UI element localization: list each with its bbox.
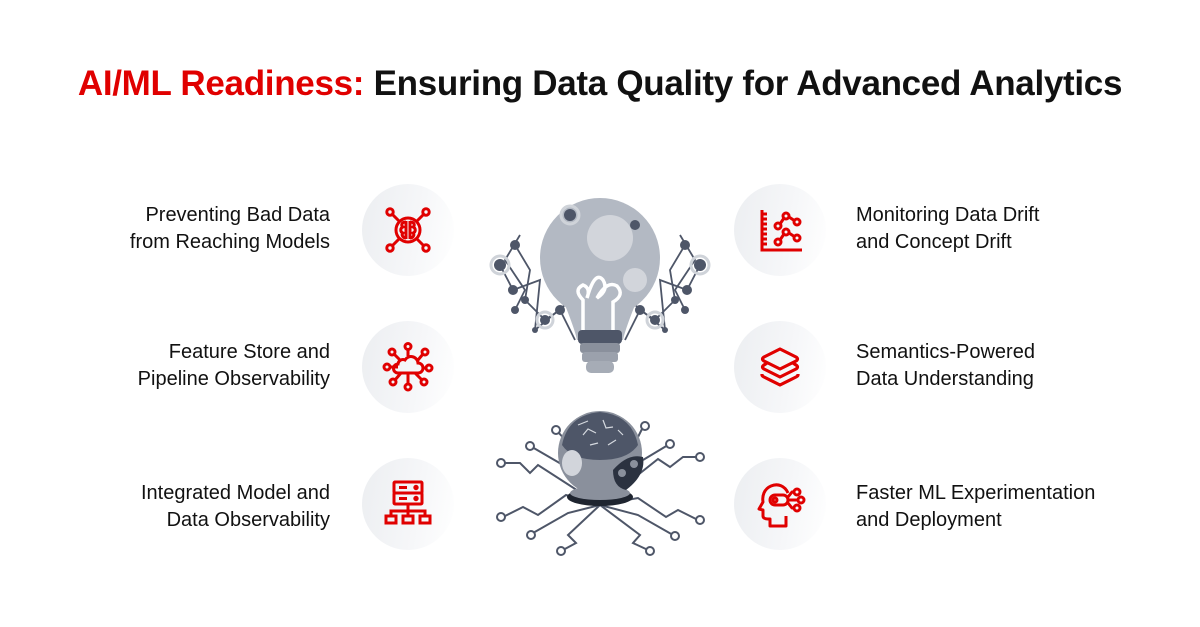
label-line-2: from Reaching Models — [129, 231, 330, 253]
label-line-2: Data Understanding — [856, 368, 1034, 390]
line-chart-icon — [760, 210, 802, 252]
server-hierarchy-icon — [384, 480, 432, 525]
label-line-2: Data Observability — [166, 509, 330, 531]
title-main: Ensuring Data Quality for Advanced Analy… — [373, 64, 1123, 103]
head-circuit-icon — [757, 483, 806, 528]
label-line-1: Semantics-Powered — [856, 341, 1035, 363]
feature-label: Monitoring Data Drift and Concept Drift — [856, 202, 1186, 256]
title-accent: AI/ML Readiness: — [77, 64, 365, 103]
icon-circle — [362, 321, 454, 413]
feature-label: Integrated Model and Data Observability — [0, 480, 330, 534]
feature-faster-ml: Faster ML Experimentation and Deployment — [734, 458, 1200, 550]
feature-label: Feature Store and Pipeline Observability — [0, 339, 330, 393]
feature-semantics: Semantics-Powered Data Understanding — [734, 321, 1200, 413]
layers-icon — [760, 347, 800, 387]
icon-circle — [362, 184, 454, 276]
feature-preventing-bad-data: Preventing Bad Data from Reaching Models — [0, 184, 520, 276]
label-line-1: Preventing Bad Data — [145, 204, 330, 226]
icon-circle — [734, 321, 826, 413]
label-line-1: Integrated Model and — [140, 482, 330, 504]
robot-head-circuit-illustration — [496, 411, 705, 556]
brain-network-icon — [385, 207, 431, 253]
feature-label: Faster ML Experimentation and Deployment — [856, 480, 1186, 534]
feature-label: Preventing Bad Data from Reaching Models — [0, 202, 330, 256]
cloud-network-icon — [382, 342, 434, 392]
feature-feature-store: Feature Store and Pipeline Observability — [0, 321, 520, 413]
label-line-2: and Deployment — [856, 509, 1002, 531]
label-line-2: Pipeline Observability — [137, 368, 330, 390]
label-line-1: Feature Store and — [168, 341, 330, 363]
feature-integrated-observability: Integrated Model and Data Observability — [0, 458, 520, 550]
icon-circle — [734, 184, 826, 276]
icon-circle — [734, 458, 826, 550]
icon-circle — [362, 458, 454, 550]
feature-monitoring-drift: Monitoring Data Drift and Concept Drift — [734, 184, 1200, 276]
label-line-2: and Concept Drift — [856, 231, 1012, 253]
feature-label: Semantics-Powered Data Understanding — [856, 339, 1186, 393]
label-line-1: Monitoring Data Drift — [856, 204, 1040, 226]
label-line-1: Faster ML Experimentation — [856, 482, 1096, 504]
page-title: AI/ML Readiness: Ensuring Data Quality f… — [0, 64, 1200, 104]
lightbulb-network-illustration — [489, 198, 711, 373]
